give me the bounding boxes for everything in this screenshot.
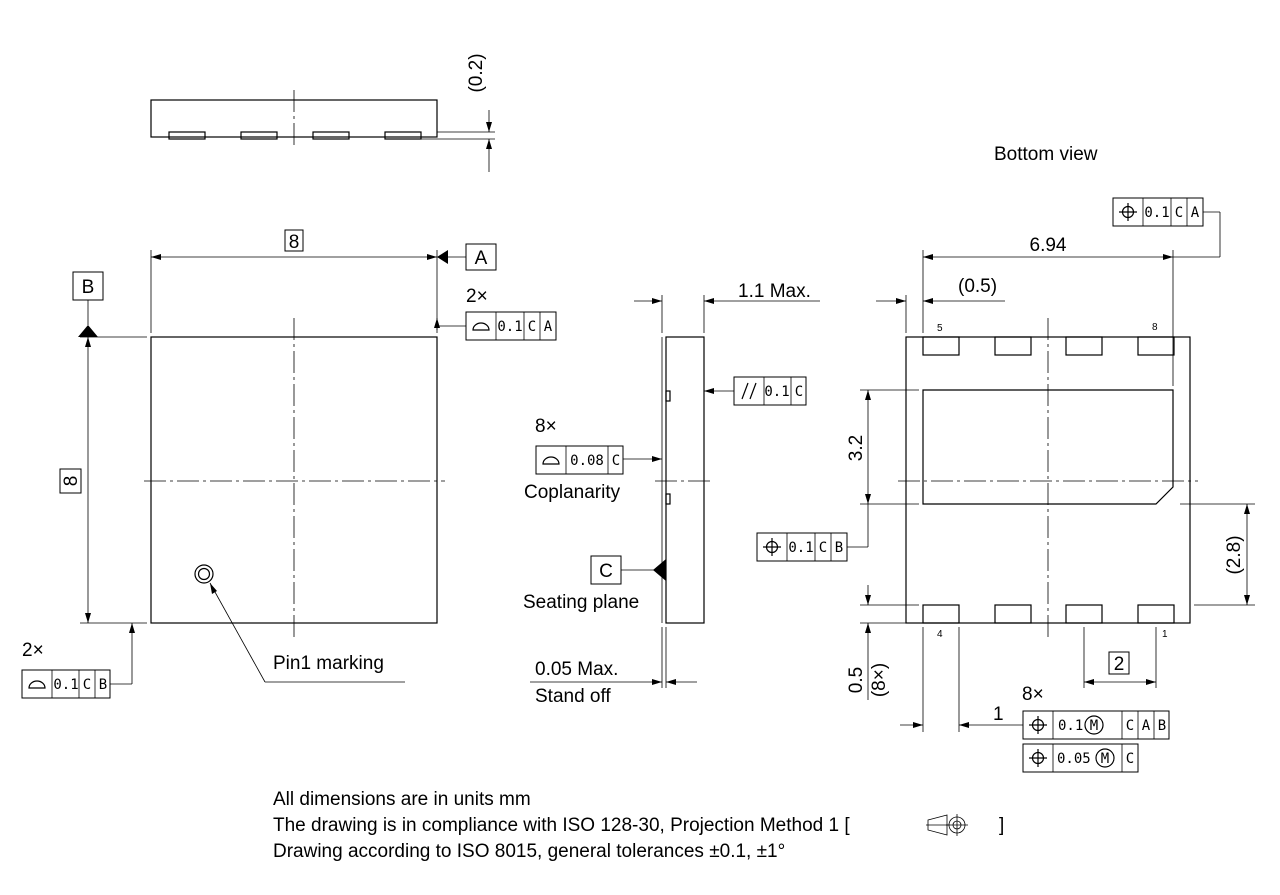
position-top-datum-a: A (1191, 205, 1200, 221)
parallelism-frame: 0.1 C (733, 376, 807, 406)
width-dim: 8 (289, 232, 300, 253)
top-thickness-dim: (0.2) (466, 53, 487, 92)
flatness-top-value: 0.1 (497, 319, 522, 335)
pin1-marker (194, 564, 214, 584)
flatness-top-datum-c: C (528, 319, 536, 335)
overall-dim: 6.94 (1030, 235, 1067, 256)
pad-width-dim: 1 (993, 704, 1004, 725)
datum-b: B (82, 277, 95, 298)
mmc-modifier (1095, 748, 1115, 768)
pad-count-note: (8×) (869, 663, 890, 697)
pad-edge-dim: (2.8) (1224, 535, 1245, 574)
note-units: All dimensions are in units mm (273, 789, 531, 810)
flatness-top-multiplier: 2× (466, 286, 488, 307)
pin-8-label: 8 (1152, 322, 1158, 333)
pin-1-label: 1 (1162, 629, 1168, 640)
note-iso-128: The drawing is in compliance with ISO 12… (273, 815, 850, 836)
position-top-value: 0.1 (1144, 205, 1169, 221)
bottom-view: Bottom view 5 8 4 1 6.94 (756, 144, 1255, 773)
position-frame-left: 0.1 C B (756, 532, 848, 562)
flatness-frame-top: 0.1 C A (465, 311, 557, 341)
composite-row1-datum-c: C (1126, 718, 1134, 734)
coplanarity-frame: 0.08 C (535, 445, 624, 475)
flatness-frame-left: 0.1 C B (21, 669, 111, 699)
pin-4-label: 4 (937, 629, 943, 640)
position-pads-multiplier: 8× (1022, 684, 1044, 705)
parallelism-value: 0.1 (764, 384, 789, 400)
composite-position-frame: 0.1 M C A B 0.05 M C (1022, 710, 1170, 773)
coplanarity-label: Coplanarity (524, 482, 621, 503)
stand-off-label: Stand off (535, 686, 611, 707)
flatness-left-datum-b: B (99, 677, 107, 693)
composite-row1-datum-a: A (1142, 718, 1151, 734)
coplanarity-value: 0.08 (570, 453, 604, 469)
pitch-dim: 2 (1114, 654, 1125, 675)
composite-row2-datum-c: C (1126, 751, 1134, 767)
position-left-value: 0.1 (788, 540, 813, 556)
seating-plane-label: Seating plane (523, 592, 639, 613)
pin-5-label: 5 (937, 323, 943, 334)
composite-row2-value: 0.05 (1057, 751, 1091, 767)
side-view-top: (0.2) (150, 53, 495, 172)
datum-c: C (599, 561, 613, 582)
position-top-datum-c: C (1175, 205, 1183, 221)
front-view: Pin1 marking 8 A 8 B 2× (21, 229, 557, 699)
coplanarity-multiplier: 8× (535, 416, 557, 437)
flatness-top-datum-a: A (544, 319, 553, 335)
first-angle-projection-icon (926, 814, 968, 836)
pin1-marking-label: Pin1 marking (273, 653, 384, 674)
coplanarity-datum: C (612, 453, 620, 469)
notes: All dimensions are in units mm The drawi… (273, 789, 1004, 862)
flatness-left-datum-c: C (83, 677, 91, 693)
height-dim: 8 (61, 476, 82, 487)
stand-off-value: 0.05 Max. (535, 659, 618, 680)
note-iso-128-close: ] (999, 815, 1004, 836)
composite-row1-datum-b: B (1158, 718, 1166, 734)
flatness-left-multiplier: 2× (22, 640, 44, 661)
mmc-modifier (1084, 715, 1104, 735)
pad-length-dim: 0.5 (846, 667, 867, 693)
bottom-view-title: Bottom view (994, 144, 1098, 165)
composite-row1-modifier: M (1090, 718, 1098, 734)
side-view: 1.1 Max. 0.1 C 8× 0.08 C Coplanarity C (523, 281, 820, 707)
position-left-datum-b: B (835, 540, 843, 556)
max-height-dim: 1.1 Max. (738, 281, 811, 302)
composite-row2-modifier: M (1101, 751, 1109, 767)
position-left-datum-c: C (819, 540, 827, 556)
pad-gap-dim: 3.2 (846, 435, 867, 461)
datum-a: A (475, 248, 488, 269)
composite-row1-value: 0.1 (1058, 718, 1083, 734)
note-iso-8015: Drawing according to ISO 8015, general t… (273, 841, 785, 862)
parallelism-datum: C (795, 384, 803, 400)
flatness-left-value: 0.1 (53, 677, 78, 693)
pad-offset-dim: (0.5) (958, 276, 997, 297)
position-frame-top: 0.1 C A (1112, 197, 1204, 227)
